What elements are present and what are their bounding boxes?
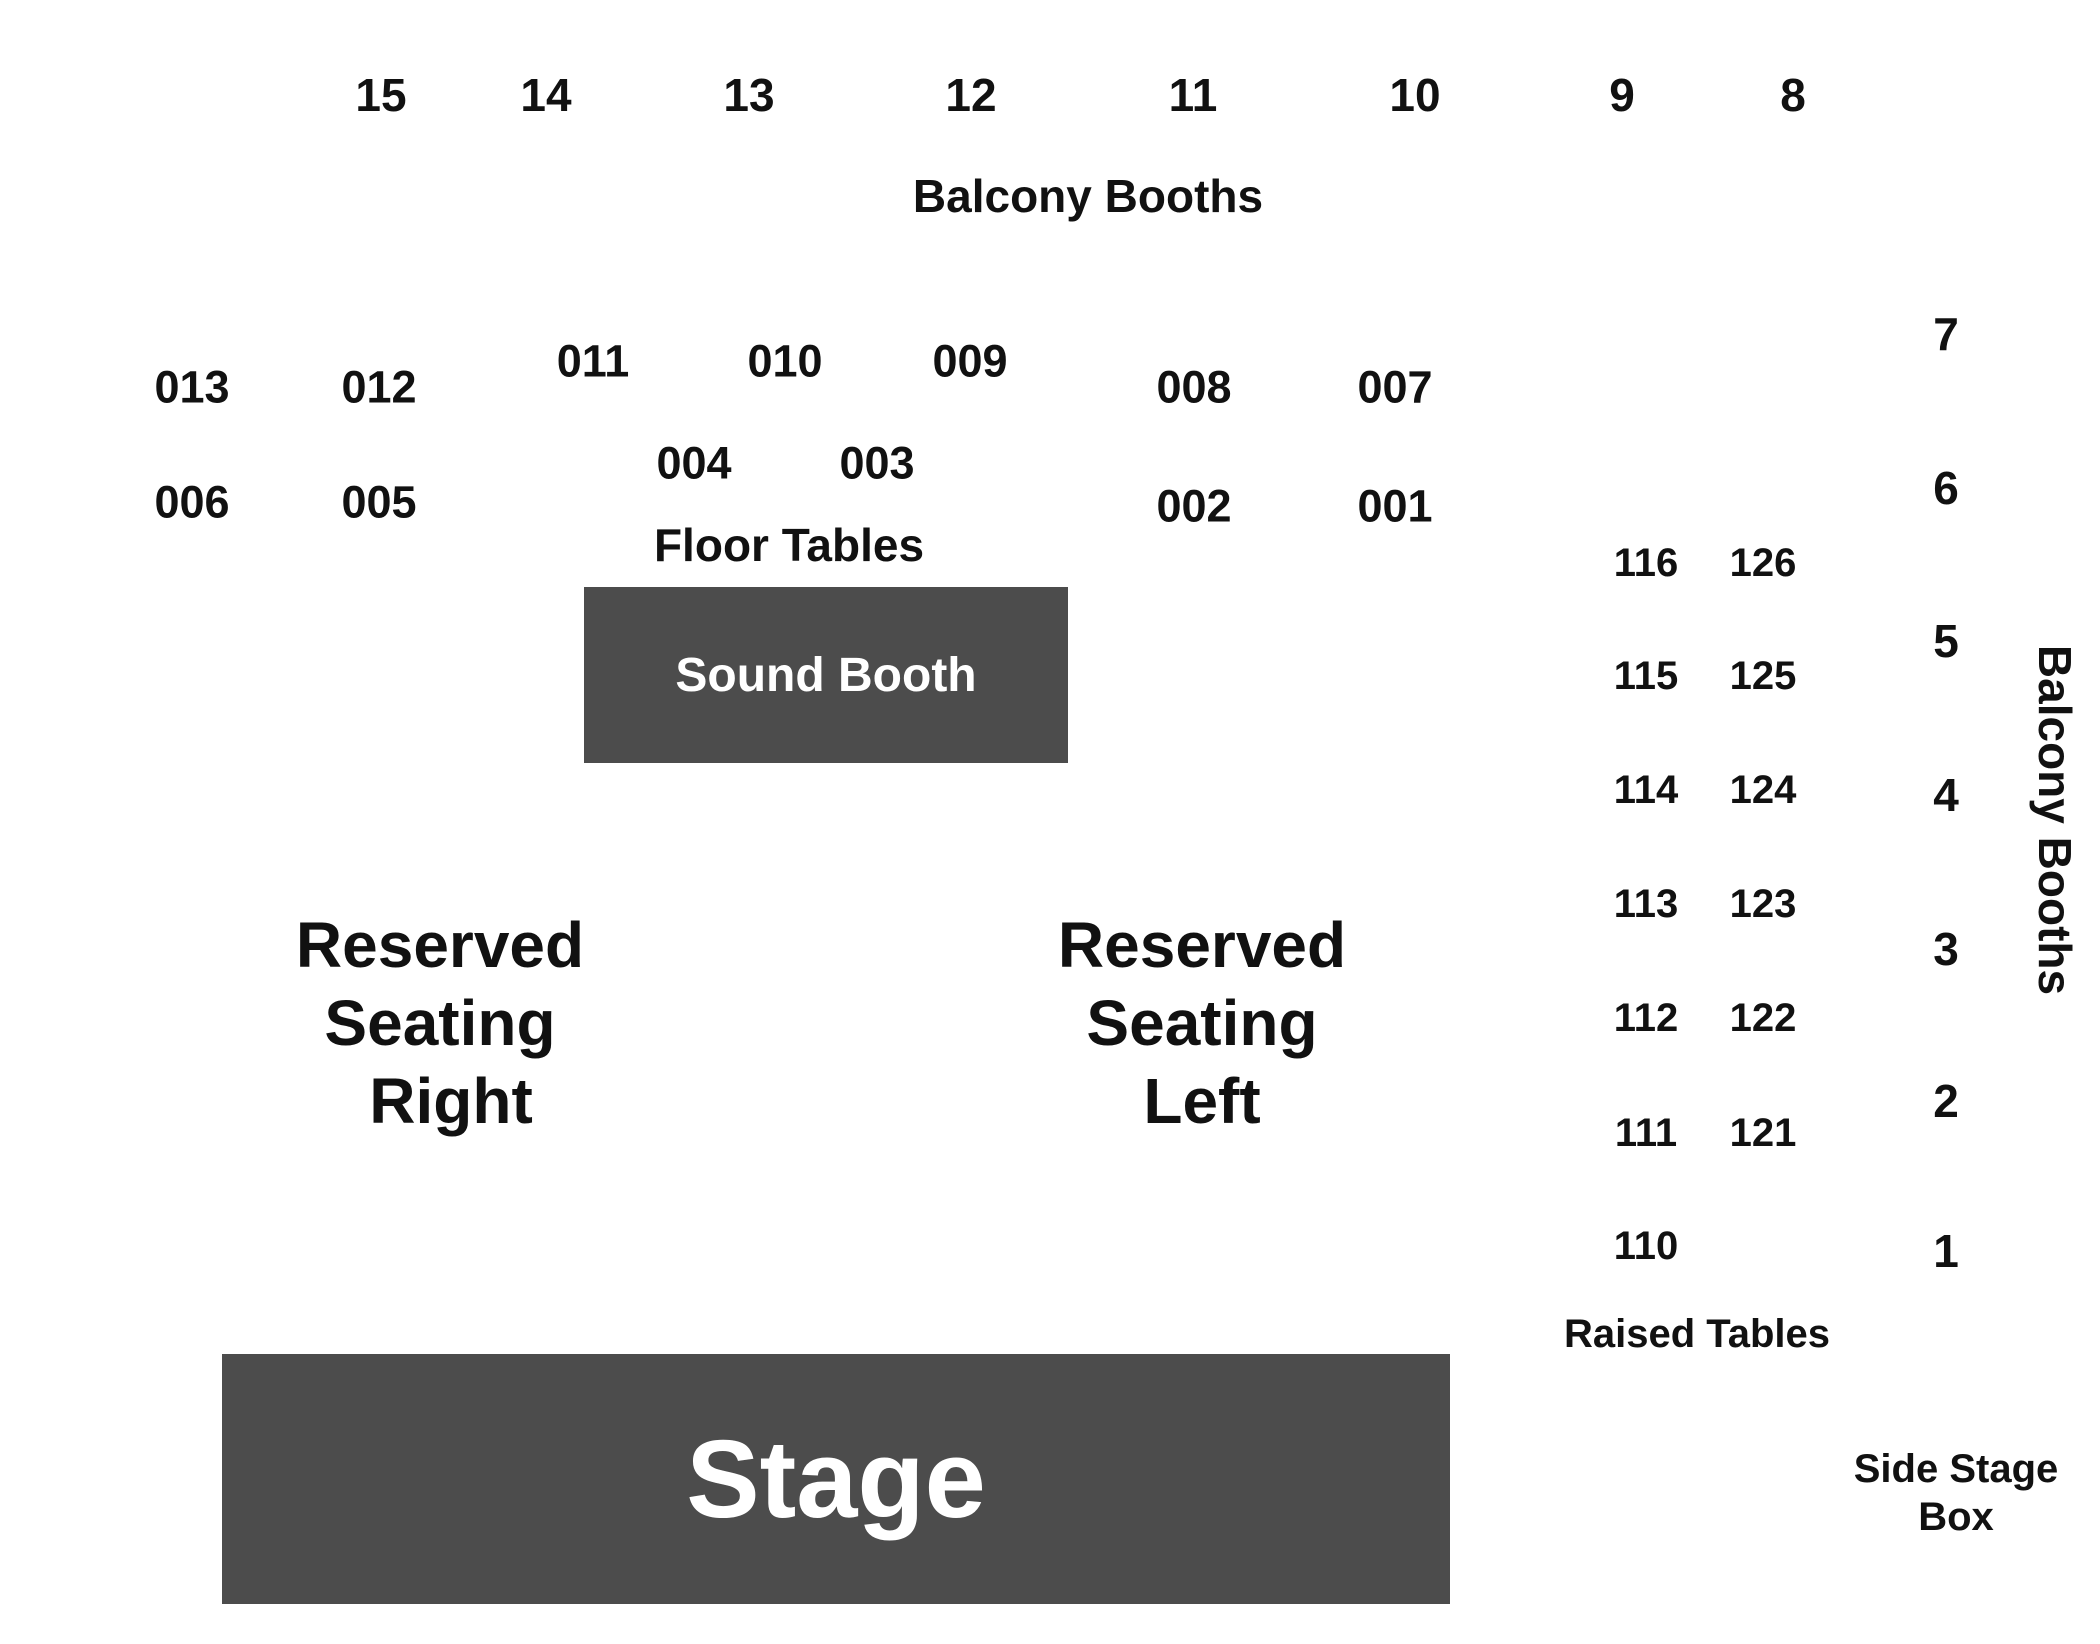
raised-table[interactable]: 123 [1729,882,1797,926]
reserved-right-line: Right [369,1065,533,1137]
balcony-booth[interactable]: 4 [1933,769,1959,821]
raised-table[interactable]: 112 [1613,996,1679,1040]
floor-table[interactable]: 006 [154,476,230,528]
balcony-booth[interactable]: 7 [1933,308,1959,360]
balcony-booth[interactable]: 10 [1389,69,1441,121]
raised-table[interactable]: 115 [1613,654,1679,698]
stage[interactable]: Stage [222,1354,1450,1604]
floor-table[interactable]: 001 [1357,480,1433,532]
balcony-booth[interactable]: 2 [1933,1075,1959,1127]
balcony-booth[interactable]: 13 [723,69,775,121]
floor-table[interactable]: 012 [341,361,417,413]
reserved-seating-left[interactable]: Reserved Seating Left [1058,906,1346,1140]
reserved-right-line: Reserved [295,909,585,981]
raised-table[interactable]: 122 [1729,996,1797,1040]
floor-tables-title: Floor Tables [653,519,925,571]
raised-table[interactable]: 121 [1729,1111,1797,1155]
reserved-left-line: Reserved [1057,909,1347,981]
floor-table[interactable]: 013 [154,361,230,413]
floor-table[interactable]: 011 [556,335,630,387]
balcony-booths-top-title: Balcony Booths [912,170,1264,222]
raised-table[interactable]: 124 [1729,768,1797,812]
floor-table[interactable]: 005 [341,476,417,528]
side-stage-box-line: Box [1918,1495,1994,1539]
floor-table[interactable]: 007 [1357,361,1433,413]
balcony-booths-side-title: Balcony Booths [2029,644,2081,996]
floor-table[interactable]: 009 [932,335,1008,387]
raised-table[interactable]: 111 [1614,1111,1678,1155]
floor-table[interactable]: 008 [1156,361,1232,413]
raised-table[interactable]: 113 [1613,882,1679,926]
balcony-booth[interactable]: 15 [355,69,407,121]
side-stage-box[interactable]: Side Stage Box [1854,1445,2059,1541]
floor-table[interactable]: 002 [1156,480,1232,532]
raised-table[interactable]: 126 [1729,541,1797,585]
balcony-booth[interactable]: 5 [1933,615,1959,667]
side-stage-box-line: Side Stage [1853,1447,2059,1491]
reserved-seating-right[interactable]: Reserved Seating Right [296,906,584,1140]
raised-table[interactable]: 114 [1613,768,1679,812]
sound-booth[interactable]: Sound Booth [584,587,1068,763]
stage-label: Stage [686,1417,986,1541]
balcony-booth[interactable]: 6 [1933,462,1959,514]
reserved-left-line: Left [1143,1065,1261,1137]
raised-table[interactable]: 125 [1729,654,1797,698]
raised-tables-title: Raised Tables [1563,1312,1831,1356]
balcony-booth[interactable]: 14 [520,69,572,121]
raised-table[interactable]: 110 [1613,1224,1679,1268]
sound-booth-label: Sound Booth [675,648,977,702]
balcony-booth[interactable]: 11 [1168,69,1218,121]
balcony-booth[interactable]: 8 [1780,69,1806,121]
reserved-left-line: Seating [1086,987,1318,1059]
floor-table[interactable]: 003 [839,437,915,489]
balcony-booth[interactable]: 9 [1609,69,1635,121]
reserved-right-line: Seating [324,987,556,1059]
balcony-booth[interactable]: 3 [1933,923,1959,975]
balcony-booth[interactable]: 12 [945,69,997,121]
raised-table[interactable]: 116 [1613,541,1679,585]
balcony-booth[interactable]: 1 [1933,1225,1959,1277]
floor-table[interactable]: 010 [747,335,823,387]
floor-table[interactable]: 004 [656,437,732,489]
